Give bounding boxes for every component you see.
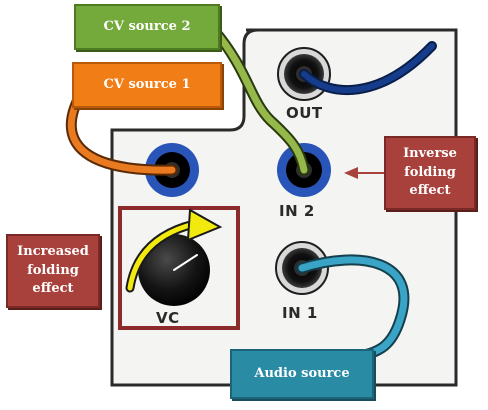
- inverse-folding-callout: Inverse folding effect: [384, 136, 476, 210]
- curved-arrow-icon: [125, 208, 223, 293]
- patch-cable-icon: [66, 24, 437, 362]
- out-label: OUT: [286, 104, 323, 122]
- vc-label: VC: [156, 309, 180, 327]
- vc-knob[interactable]: [138, 234, 210, 306]
- cv-source-2-callout: CV source 2: [74, 4, 220, 50]
- audio-source-callout: Audio source: [230, 349, 374, 399]
- inverse-callout-pointer: [344, 167, 384, 179]
- vc-highlight-box: [118, 206, 240, 330]
- in2-label: IN 2: [279, 202, 315, 220]
- cv-source-1-callout: CV source 1: [72, 62, 222, 108]
- increased-folding-callout: Increased folding effect: [6, 234, 100, 308]
- in1-label: IN 1: [282, 304, 318, 322]
- knob-indicator: [173, 254, 198, 271]
